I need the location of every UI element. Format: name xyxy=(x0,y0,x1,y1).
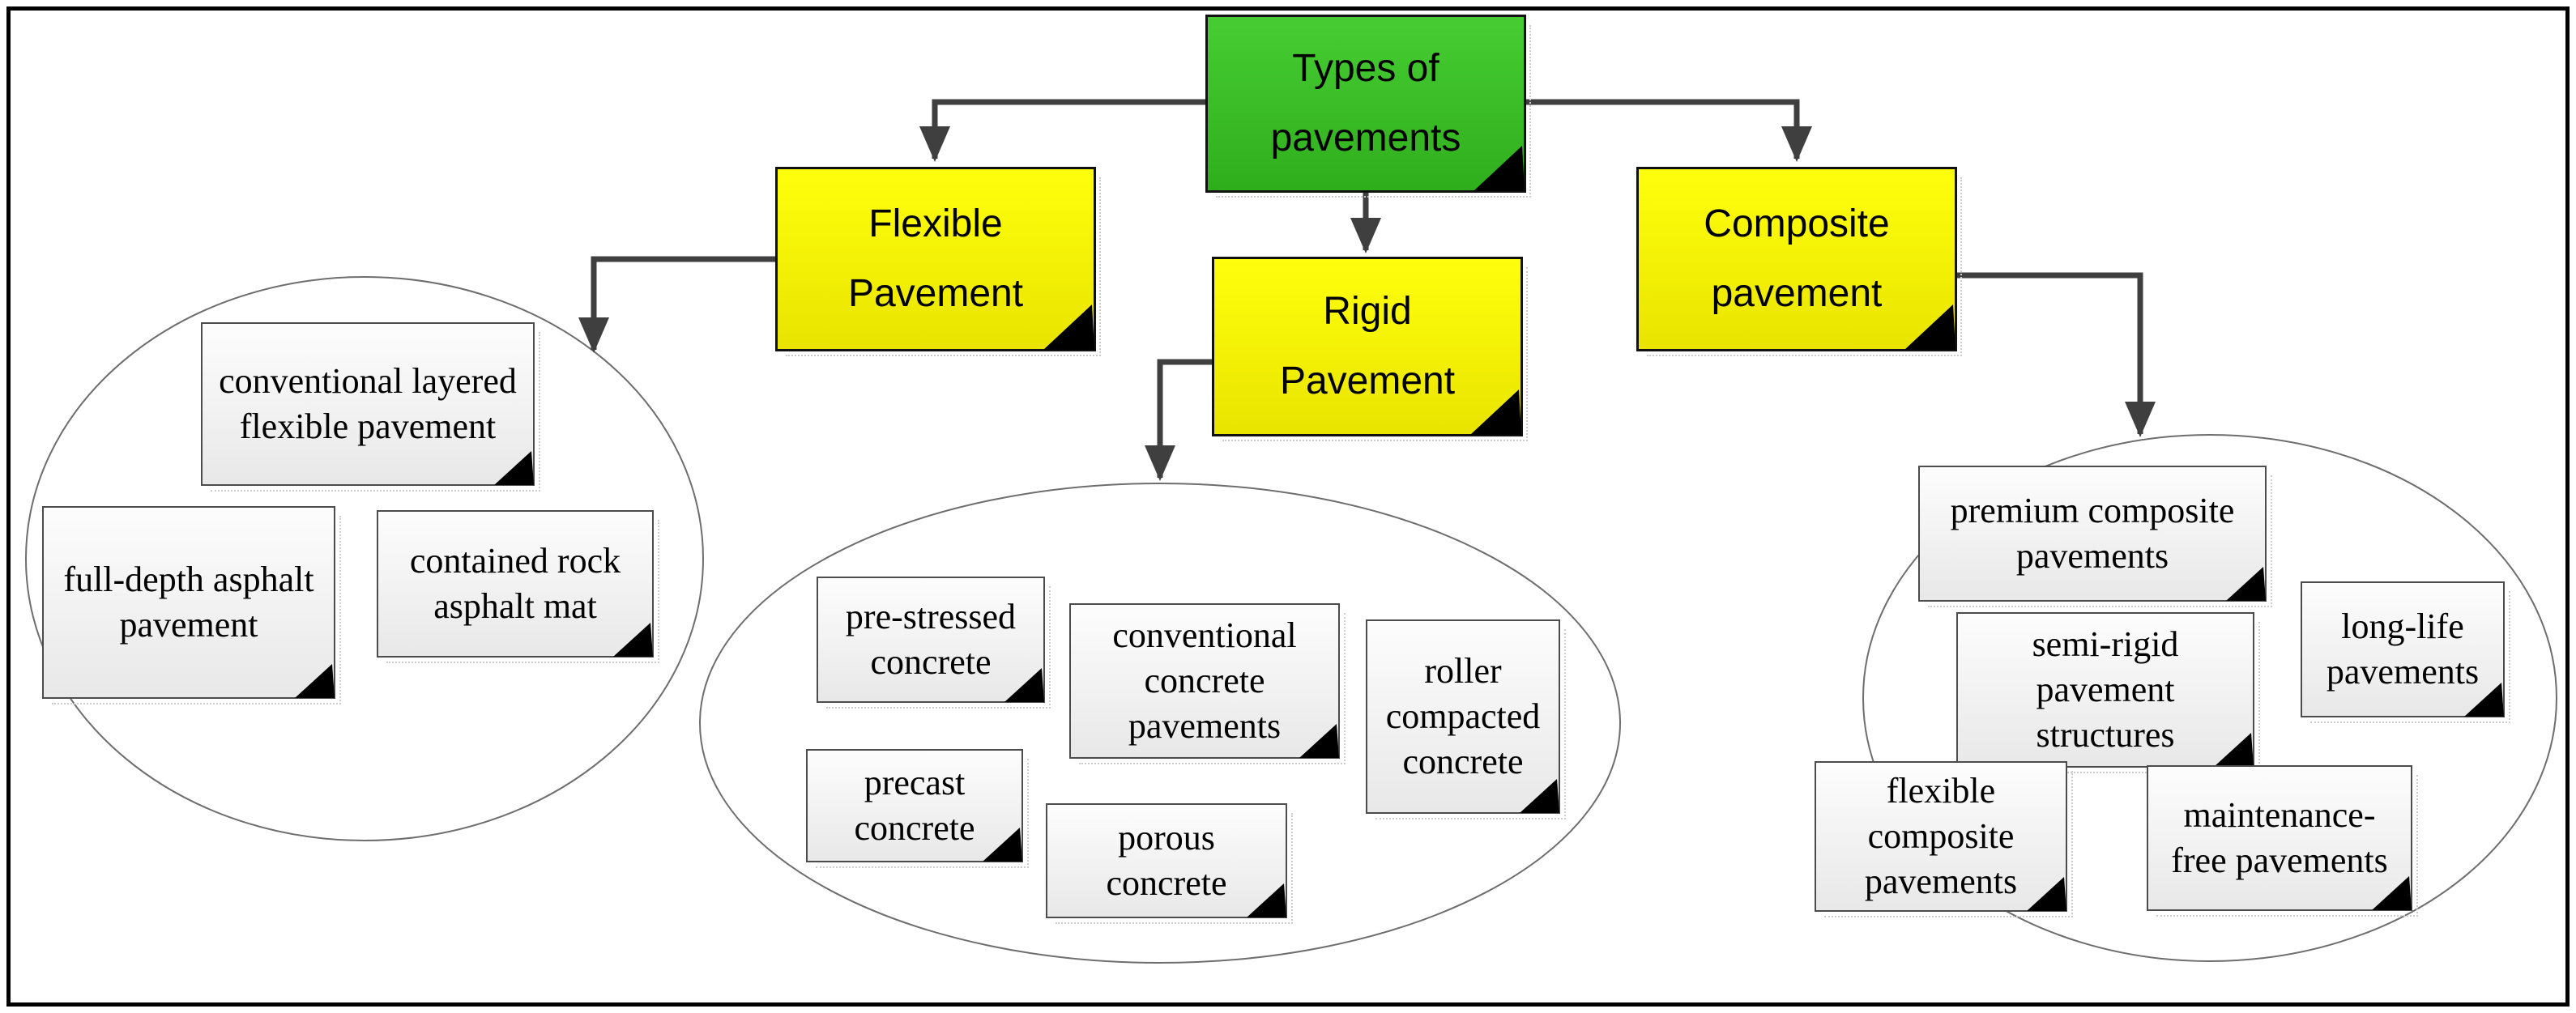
leaf-label: roller compacted concrete xyxy=(1385,650,1541,782)
leaf-flexible-composite-pavements: flexible composite pavements xyxy=(1815,761,2073,917)
connector-flexible-to-group xyxy=(578,256,775,353)
leaf-label: flexible composite pavements xyxy=(1864,770,2018,902)
leaf-pre-stressed-concrete: pre-stressed concrete xyxy=(817,577,1051,709)
leaf-conventional-concrete-pavements: conventional concrete pavements xyxy=(1069,603,1346,764)
leaf-maintenance-free-pavements: maintenance-free pavements xyxy=(2147,765,2418,917)
connector-rigid-to-group xyxy=(1145,359,1212,481)
leaf-label: porous concrete xyxy=(1106,817,1227,903)
node-rigid-pavement-label: Rigid Pavement xyxy=(1279,289,1456,402)
node-composite-pavement: Composite pavement xyxy=(1636,167,1962,356)
leaf-long-life-pavements: long-life pavements xyxy=(2301,581,2510,723)
leaf-roller-compacted-concrete: roller compacted concrete xyxy=(1366,619,1566,819)
folded-corner-icon xyxy=(1520,777,1559,813)
connector-composite-to-group xyxy=(1957,272,2156,437)
leaf-porous-concrete: porous concrete xyxy=(1046,803,1293,924)
folded-corner-icon xyxy=(1470,387,1521,435)
folded-corner-icon xyxy=(1247,881,1286,917)
leaf-precast-concrete: precast concrete xyxy=(806,749,1029,868)
leaf-label: long-life pavements xyxy=(2326,606,2480,692)
leaf-semi-rigid-pavement-structures: semi-rigid pavement structures xyxy=(1956,612,2260,773)
folded-corner-icon xyxy=(1004,666,1044,702)
leaf-label: full-depth asphalt pavement xyxy=(63,559,314,645)
folded-corner-icon xyxy=(295,662,335,698)
node-types-of-pavements: Types of pavements xyxy=(1205,15,1531,198)
node-types-of-pavements-label: Types of pavements xyxy=(1270,46,1461,160)
folded-corner-icon xyxy=(1043,302,1094,350)
leaf-label: semi-rigid pavement structures xyxy=(2032,624,2179,755)
folded-corner-icon xyxy=(2214,730,2254,767)
flexible-group-ellipse xyxy=(25,276,704,841)
folded-corner-icon xyxy=(2226,564,2266,601)
leaf-contained-rock-asphalt-mat: contained rock asphalt mat xyxy=(377,510,659,663)
node-rigid-pavement: Rigid Pavement xyxy=(1212,257,1528,441)
leaf-label: maintenance-free pavements xyxy=(2171,794,2388,880)
node-flexible-pavement: Flexible Pavement xyxy=(775,167,1101,356)
node-composite-pavement-label: Composite pavement xyxy=(1704,202,1890,315)
connector-root-to-flexible xyxy=(919,99,1205,162)
composite-group-ellipse xyxy=(1862,434,2557,962)
leaf-label: precast concrete xyxy=(854,762,975,848)
leaf-label: conventional concrete pavements xyxy=(1112,615,1297,747)
folded-corner-icon xyxy=(613,620,653,657)
folded-corner-icon xyxy=(494,449,534,485)
folded-corner-icon xyxy=(2027,875,2066,911)
leaf-full-depth-asphalt-pavement: full-depth asphalt pavement xyxy=(42,506,341,704)
folded-corner-icon xyxy=(1904,302,1955,350)
leaf-conventional-layered-flexible-pavement: conventional layered flexible pavement xyxy=(201,322,540,492)
connector-root-to-composite xyxy=(1526,99,1812,162)
folded-corner-icon xyxy=(1299,721,1339,758)
folded-corner-icon xyxy=(1474,143,1525,191)
leaf-label: premium composite pavements xyxy=(1950,490,2235,576)
rigid-group-ellipse xyxy=(699,483,1621,964)
leaf-label: pre-stressed concrete xyxy=(845,596,1017,682)
leaf-label: conventional layered flexible pavement xyxy=(219,360,517,446)
folded-corner-icon xyxy=(2372,874,2412,910)
folded-corner-icon xyxy=(983,825,1022,862)
folded-corner-icon xyxy=(2464,680,2504,717)
node-flexible-pavement-label: Flexible Pavement xyxy=(847,202,1024,315)
leaf-label: contained rock asphalt mat xyxy=(409,540,621,626)
leaf-premium-composite-pavements: premium composite pavements xyxy=(1918,466,2272,607)
